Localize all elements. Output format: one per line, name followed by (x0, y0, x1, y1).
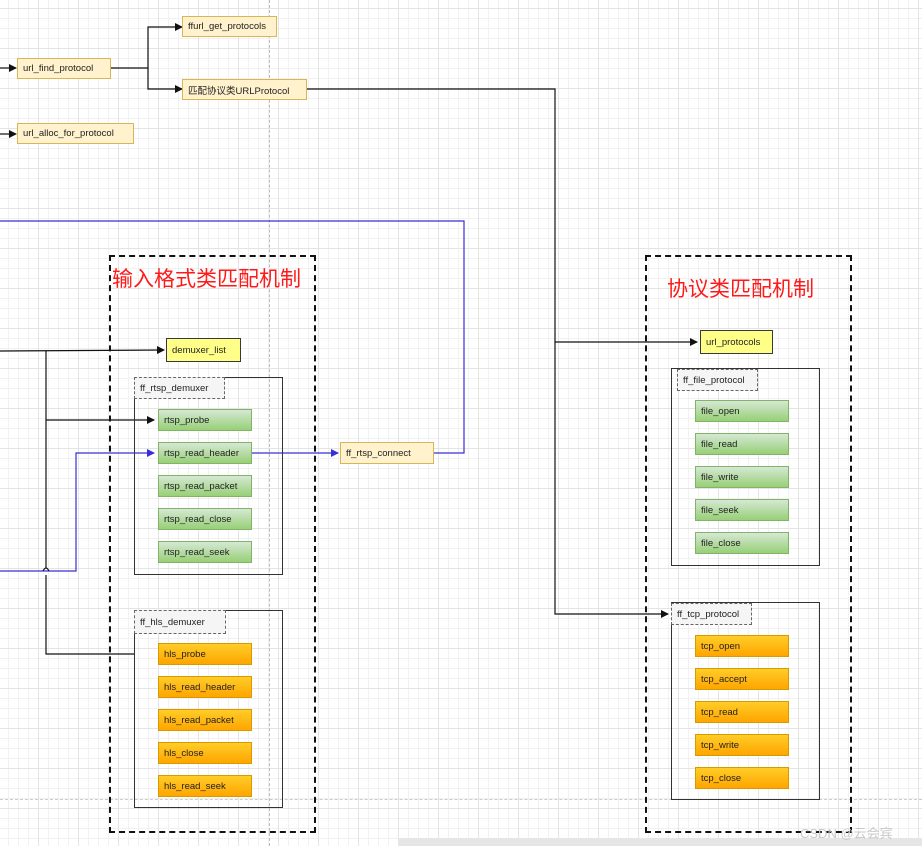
ffurl-get-protocols-node[interactable]: ffurl_get_protocols (182, 16, 277, 37)
hls-demuxer-title[interactable]: ff_hls_demuxer (134, 610, 226, 634)
url-alloc-for-protocol-node[interactable]: url_alloc_for_protocol (17, 123, 134, 144)
url-protocols-node[interactable]: url_protocols (700, 330, 773, 354)
hls-read-seek-node[interactable]: hls_read_seek (158, 775, 252, 797)
file-write-node[interactable]: file_write (695, 466, 789, 488)
file-read-node[interactable]: file_read (695, 433, 789, 455)
tcp-accept-node[interactable]: tcp_accept (695, 668, 789, 690)
rtsp-demuxer-title[interactable]: ff_rtsp_demuxer (134, 377, 225, 399)
tcp-protocol-title[interactable]: ff_tcp_protocol (671, 603, 752, 625)
file-open-node[interactable]: file_open (695, 400, 789, 422)
input-format-container (109, 255, 316, 833)
edge-match-to-tcp-protocol (554, 342, 669, 618)
url-find-protocol-node[interactable]: url_find_protocol (17, 58, 111, 79)
protocol-container (645, 255, 852, 833)
protocol-title: 协议类匹配机制 (667, 277, 814, 301)
rtsp-probe-node[interactable]: rtsp_probe (158, 409, 252, 431)
rtsp-read-close-node[interactable]: rtsp_read_close (158, 508, 252, 530)
hls-read-header-node[interactable]: hls_read_header (158, 676, 252, 698)
file-protocol-title[interactable]: ff_file_protocol (677, 369, 758, 391)
edge-purple-top-loop (0, 220, 465, 454)
tcp-protocol-group (671, 602, 820, 800)
edge-url-find-to-ffurl-get (111, 23, 183, 69)
edge-to-hls-demuxer (45, 420, 134, 655)
rtsp-read-packet-node[interactable]: rtsp_read_packet (158, 475, 252, 497)
tcp-write-node[interactable]: tcp_write (695, 734, 789, 756)
vertical-guide-line (269, 0, 270, 846)
match-urlprotocol-node[interactable]: 匹配协议类URLProtocol (182, 79, 307, 100)
ff-rtsp-connect-node[interactable]: ff_rtsp_connect (340, 442, 434, 464)
edge-to-demuxer-list (0, 346, 165, 355)
edge-match-to-url-protocols (307, 88, 698, 346)
hls-read-packet-node[interactable]: hls_read_packet (158, 709, 252, 731)
file-protocol-group (671, 368, 820, 566)
file-close-node[interactable]: file_close (695, 532, 789, 554)
demuxer-list-node[interactable]: demuxer_list (166, 338, 241, 362)
tcp-open-node[interactable]: tcp_open (695, 635, 789, 657)
horizontal-scrollbar[interactable] (398, 838, 922, 846)
hls-probe-node[interactable]: hls_probe (158, 643, 252, 665)
input-format-title: 输入格式类匹配机制 (112, 267, 301, 291)
file-seek-node[interactable]: file_seek (695, 499, 789, 521)
rtsp-read-header-node[interactable]: rtsp_read_header (158, 442, 252, 464)
edge-to-rtsp-read-header (0, 449, 155, 572)
edge-url-find-to-match (147, 68, 183, 93)
tcp-read-node[interactable]: tcp_read (695, 701, 789, 723)
hls-close-node[interactable]: hls_close (158, 742, 252, 764)
tcp-close-node[interactable]: tcp_close (695, 767, 789, 789)
rtsp-read-seek-node[interactable]: rtsp_read_seek (158, 541, 252, 563)
watermark: CSDN @云会宾 (800, 826, 893, 841)
horizontal-guide-line (0, 799, 922, 800)
